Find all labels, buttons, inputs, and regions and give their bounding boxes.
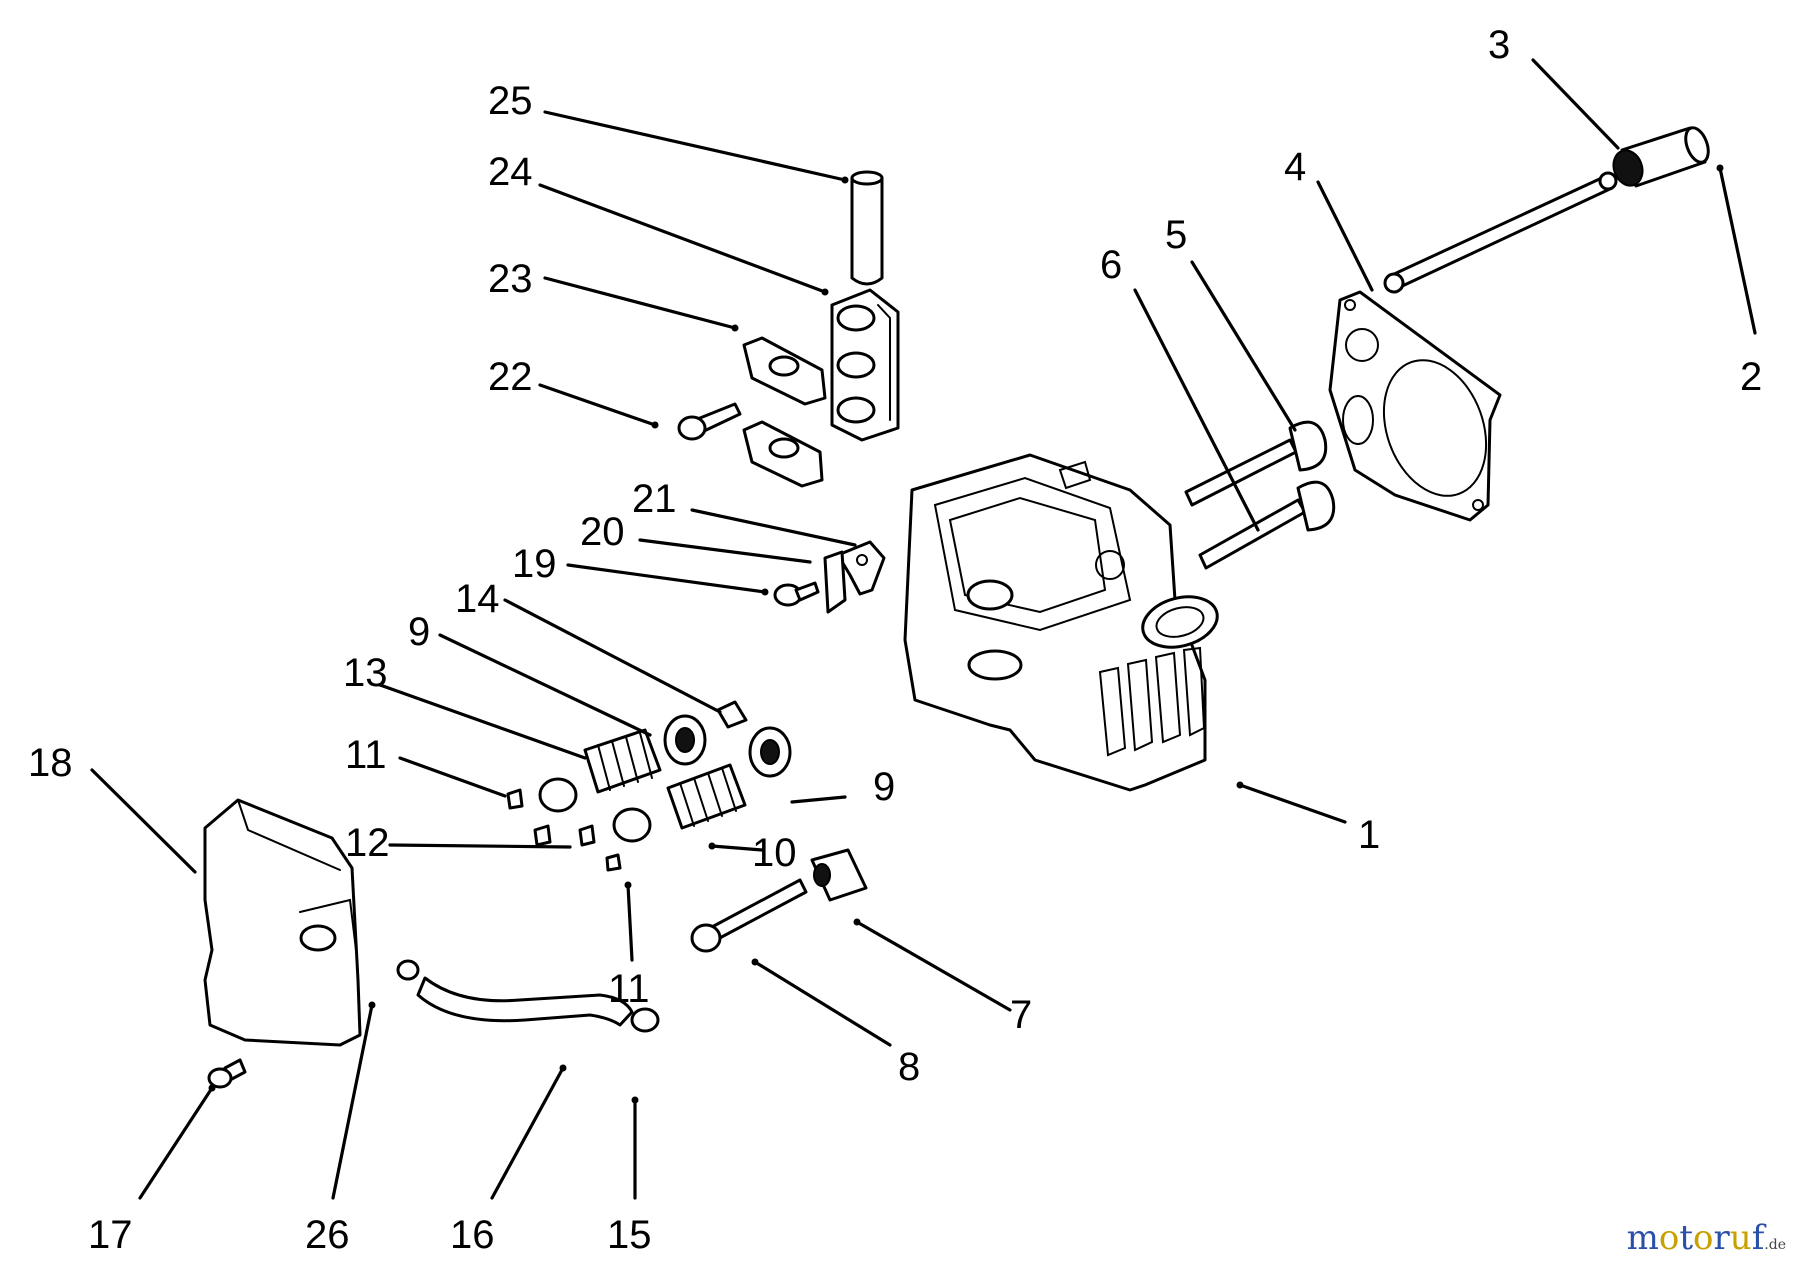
callout-20: 20 xyxy=(580,510,625,554)
callout-12: 12 xyxy=(345,821,390,865)
callout-8: 8 xyxy=(898,1045,920,1089)
valve-cap-part xyxy=(716,700,748,729)
callout-26: 26 xyxy=(305,1213,350,1257)
cylinder-head-part xyxy=(903,453,1219,792)
callout-7: 7 xyxy=(1010,993,1032,1037)
callout-9-lower: 9 xyxy=(873,765,895,809)
spring-retainer-right-part xyxy=(748,726,792,778)
callout-18: 18 xyxy=(28,741,73,785)
valve-cover-part xyxy=(203,798,362,1047)
watermark-letter: t xyxy=(1679,1218,1694,1258)
callout-9-upper: 9 xyxy=(408,610,430,654)
hose-clamp-part xyxy=(630,1007,660,1033)
rocker-bracket-part xyxy=(830,288,900,442)
leader-dots xyxy=(208,164,1724,1104)
push-rod-tube-part xyxy=(1612,126,1710,188)
valve-spring-upper-part xyxy=(583,728,662,794)
guide-plate-part xyxy=(836,540,886,596)
watermark-brand: motoruf xyxy=(1627,1218,1765,1258)
callout-11-lower: 11 xyxy=(608,967,650,1011)
callout-2: 2 xyxy=(1740,355,1762,399)
callout-21: 21 xyxy=(632,477,677,521)
callout-22: 22 xyxy=(488,355,533,399)
watermark-tld: .de xyxy=(1764,1237,1786,1253)
callout-11-upper: 11 xyxy=(345,733,387,777)
cover-bolt-part xyxy=(207,1058,247,1089)
callout-3: 3 xyxy=(1488,23,1510,67)
callout-16: 16 xyxy=(450,1213,495,1257)
head-gasket-part xyxy=(1328,290,1502,522)
watermark-logo: motoruf.de xyxy=(1627,1218,1786,1258)
breather-hose-part xyxy=(396,959,634,1027)
watermark-letter: m xyxy=(1626,1218,1659,1258)
callout-10: 10 xyxy=(752,831,797,875)
callout-24: 24 xyxy=(488,150,533,194)
callout-13: 13 xyxy=(343,651,388,695)
long-bolt-part xyxy=(690,878,808,953)
valve-keeper-part xyxy=(506,777,652,872)
callout-15: 15 xyxy=(607,1213,652,1257)
rocker-bolt-part xyxy=(677,402,742,441)
plate-screw-part xyxy=(773,581,820,607)
callout-4: 4 xyxy=(1284,145,1306,189)
lock-plate-part xyxy=(823,550,847,614)
valve-spring-lower-part xyxy=(666,763,747,830)
callout-25: 25 xyxy=(488,79,533,123)
callout-labels: 25 24 23 22 21 20 19 14 9 13 11 12 18 17… xyxy=(28,23,1762,1257)
spacer-part xyxy=(810,848,868,902)
watermark-letter: u xyxy=(1729,1218,1752,1258)
callout-6: 6 xyxy=(1100,243,1122,287)
exhaust-valve-part xyxy=(1198,480,1336,570)
callout-17: 17 xyxy=(88,1213,133,1257)
leader-lines xyxy=(90,58,1757,1200)
callout-23: 23 xyxy=(488,257,533,301)
watermark-letter: f xyxy=(1751,1218,1765,1258)
push-rod-part xyxy=(1383,171,1618,294)
watermark-letter: o xyxy=(1693,1218,1714,1258)
watermark-letter: o xyxy=(1658,1218,1680,1258)
watermark-letter: r xyxy=(1713,1218,1730,1258)
rocker-arm-lower-part xyxy=(742,420,824,488)
spring-retainer-upper-part xyxy=(663,714,707,766)
callout-1: 1 xyxy=(1358,813,1380,857)
rocker-arm-upper-part xyxy=(742,336,827,406)
callout-19: 19 xyxy=(512,542,557,586)
rocker-pin-part xyxy=(850,170,884,286)
callout-14: 14 xyxy=(455,577,500,621)
callout-5: 5 xyxy=(1165,213,1187,257)
intake-valve-part xyxy=(1184,420,1328,507)
